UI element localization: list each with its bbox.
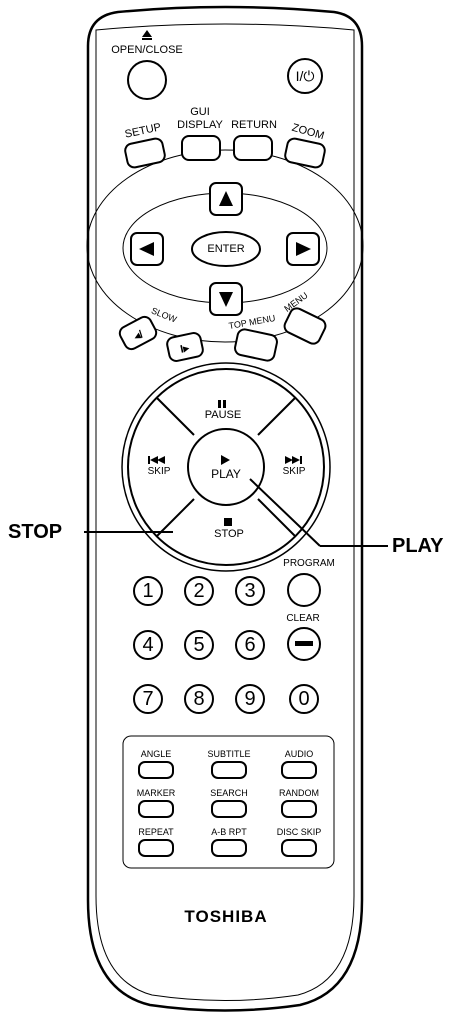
skip-forward-icon: [285, 456, 293, 464]
random-button: [281, 800, 317, 818]
return-label: RETURN: [231, 119, 277, 131]
power-button: [287, 58, 323, 94]
search-button: [211, 800, 247, 818]
open-close-label: OPEN/CLOSE: [111, 44, 183, 56]
up-arrow-icon: [219, 191, 233, 206]
digit-8-button[interactable]: 8: [184, 684, 214, 714]
minus-icon: [295, 641, 313, 646]
disc-skip-label: DISC SKIP: [276, 827, 322, 837]
digit-1-button[interactable]: 1: [133, 576, 163, 606]
marker-label: MARKER: [136, 788, 176, 798]
audio-label: AUDIO: [284, 749, 314, 759]
down-arrow-icon: [219, 292, 233, 307]
menu-button: [283, 307, 327, 345]
angle-button: [138, 761, 174, 779]
open-close-button: [127, 60, 167, 100]
gui-display-button: [181, 135, 221, 161]
repeat-label: REPEAT: [138, 827, 174, 837]
svg-text:I▸: I▸: [179, 342, 190, 356]
marker-button: [138, 800, 174, 818]
gui-label-line1: GUI: [190, 106, 210, 118]
play-label: PLAY: [211, 467, 241, 481]
ab-rpt-label: A-B RPT: [211, 827, 247, 837]
digit-3-button[interactable]: 3: [235, 576, 265, 606]
disc-skip-button: [281, 839, 317, 857]
stop-callout: STOP: [8, 521, 63, 543]
skip-forward-label: SKIP: [282, 466, 306, 477]
play-button: [187, 428, 265, 506]
enter-label: ENTER: [207, 243, 245, 255]
pause-label: PAUSE: [204, 409, 242, 421]
right-arrow-icon: [296, 242, 311, 256]
digit-5-button[interactable]: 5: [184, 630, 214, 660]
digit-7-button[interactable]: 7: [133, 684, 163, 714]
left-arrow-icon: [139, 242, 154, 256]
setup-button: [124, 137, 166, 169]
clear-label: CLEAR: [286, 613, 320, 624]
top-menu-button: [234, 328, 278, 362]
display-label: DISPLAY: [177, 119, 223, 131]
skip-back-icon: [150, 456, 158, 464]
digit-2-button[interactable]: 2: [184, 576, 214, 606]
zoom-button: [284, 137, 326, 169]
play-callout-line: [249, 478, 321, 547]
brand-logo: TOSHIBA: [184, 907, 268, 926]
program-button: [287, 573, 321, 607]
random-label: RANDOM: [279, 788, 319, 798]
play-icon: [221, 455, 230, 465]
power-label: I/⏻: [295, 68, 315, 84]
digit-0-button[interactable]: 0: [289, 684, 319, 714]
program-label: PROGRAM: [283, 558, 335, 569]
stop-icon: [224, 518, 232, 526]
subtitle-label: SUBTITLE: [207, 749, 251, 759]
audio-button: [281, 761, 317, 779]
skip-back-label: SKIP: [147, 466, 171, 477]
digit-4-button[interactable]: 4: [133, 630, 163, 660]
stop-label: STOP: [214, 528, 244, 540]
angle-label: ANGLE: [140, 749, 172, 759]
repeat-button: [138, 839, 174, 857]
subtitle-button: [211, 761, 247, 779]
return-button: [233, 135, 273, 161]
play-callout: PLAY: [392, 535, 444, 557]
digit-9-button[interactable]: 9: [235, 684, 265, 714]
digit-6-button[interactable]: 6: [235, 630, 265, 660]
search-label: SEARCH: [210, 788, 248, 798]
slow-forward-button: [166, 332, 204, 362]
slow-reverse-button: [118, 315, 158, 351]
enter-button: [191, 231, 261, 267]
eject-icon: [142, 30, 152, 37]
ab-rpt-button: [211, 839, 247, 857]
